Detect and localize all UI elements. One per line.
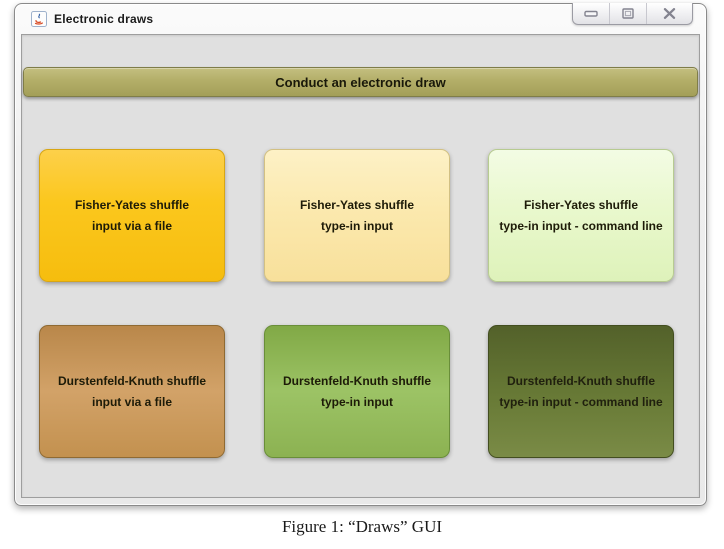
figure-caption: Figure 1: “Draws” GUI: [281, 517, 443, 536]
button-label-line: type-in input: [321, 394, 393, 409]
durstenfeld-knuth-typein-button[interactable]: Durstenfeld-Knuth shuffle type-in input: [264, 325, 450, 458]
durstenfeld-knuth-commandline-button[interactable]: Durstenfeld-Knuth shuffle type-in input …: [488, 325, 674, 458]
fisher-yates-typein-button[interactable]: Fisher-Yates shuffle type-in input: [264, 149, 450, 282]
content-panel: Conduct an electronic draw Fisher-Yates …: [21, 34, 700, 498]
minimize-icon: [584, 10, 598, 17]
close-icon: [663, 8, 676, 19]
durstenfeld-knuth-file-button[interactable]: Durstenfeld-Knuth shuffle input via a fi…: [39, 325, 225, 458]
button-label-line: type-in input: [321, 218, 393, 233]
button-label-line: input via a file: [91, 394, 172, 409]
button-label-line: Fisher-Yates shuffle: [74, 197, 190, 212]
button-label-line: Durstenfeld-Knuth shuffle: [283, 373, 431, 388]
window-controls: [572, 3, 693, 25]
button-label-line: type-in input - command line: [499, 394, 663, 409]
button-label-line: Fisher-Yates shuffle: [523, 197, 639, 212]
button-label-line: type-in input - command line: [499, 218, 663, 233]
app-window: Electronic draws Conduct an electroni: [14, 3, 707, 506]
minimize-button[interactable]: [573, 3, 609, 24]
window-title: Electronic draws: [54, 12, 154, 26]
maximize-icon: [622, 8, 634, 19]
button-label-line: Durstenfeld-Knuth shuffle: [58, 373, 206, 388]
java-cup-icon: [31, 11, 47, 27]
fisher-yates-file-button[interactable]: Fisher-Yates shuffle input via a file: [39, 149, 225, 282]
button-label-line: Fisher-Yates shuffle: [299, 197, 415, 212]
maximize-button[interactable]: [609, 3, 646, 24]
fisher-yates-commandline-button[interactable]: Fisher-Yates shuffle type-in input - com…: [488, 149, 674, 282]
close-button[interactable]: [646, 3, 692, 24]
button-label-line: Durstenfeld-Knuth shuffle: [507, 373, 655, 388]
titlebar[interactable]: Electronic draws: [15, 3, 706, 34]
button-label-line: input via a file: [91, 218, 172, 233]
conduct-electronic-draw-button[interactable]: Conduct an electronic draw: [23, 67, 698, 97]
